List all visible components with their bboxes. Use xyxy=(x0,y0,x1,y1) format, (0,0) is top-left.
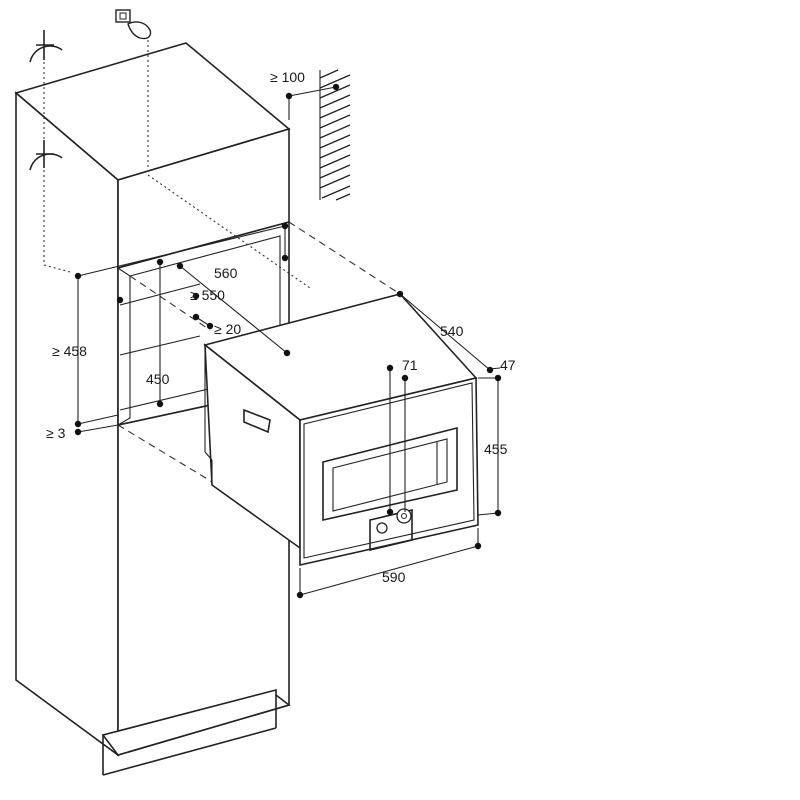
dim-wall-clearance: ≥ 100 xyxy=(270,69,305,85)
dim-appliance-depth: 540 xyxy=(440,323,464,339)
flexible-mount-icon xyxy=(29,30,71,273)
dim-appliance-height: 455 xyxy=(484,441,508,457)
dim-front-thickness: 47 xyxy=(500,357,516,373)
dim-appliance-width: 590 xyxy=(382,569,406,585)
dimension-lines xyxy=(77,86,501,596)
power-socket-icon xyxy=(115,9,152,175)
dim-gap-depth: ≥ 20 xyxy=(214,321,241,337)
oven-appliance xyxy=(203,293,479,566)
wall-hatch xyxy=(319,69,351,201)
dim-panel-offset: 71 xyxy=(402,357,418,373)
dim-niche-width: 560 xyxy=(214,265,238,281)
dim-niche-depth: ≥ 550 xyxy=(190,287,225,303)
dimension-dots xyxy=(74,83,502,599)
dim-niche-height: ≥ 458 xyxy=(52,343,87,359)
dim-appliance-back-height: 450 xyxy=(146,371,170,387)
dim-bottom-gap: ≥ 3 xyxy=(46,425,66,441)
